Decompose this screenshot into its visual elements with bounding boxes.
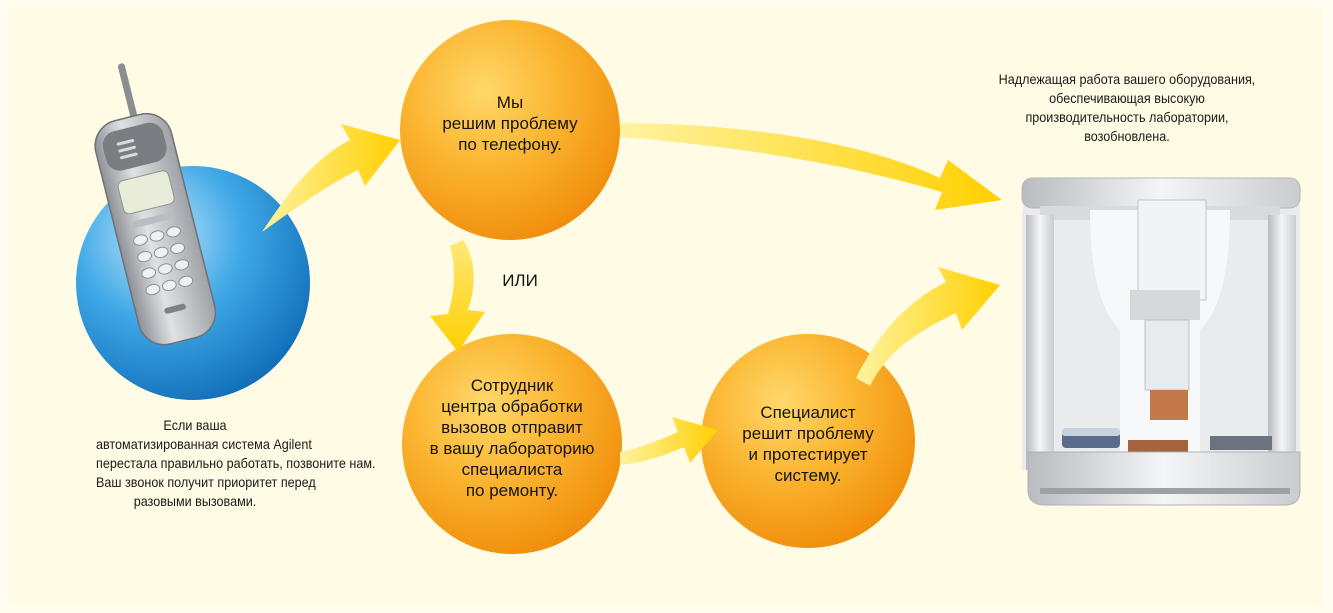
circle-text-line: центра обработки bbox=[441, 397, 583, 416]
specialist-text: Специалист решит проблему и протестирует… bbox=[725, 402, 891, 486]
circle-text-line: Мы bbox=[496, 93, 524, 112]
circle-text-line: по телефону. bbox=[458, 135, 562, 154]
dispatch-text: Сотрудник центра обработки вызовов отпра… bbox=[412, 375, 612, 501]
circle-text-line: по ремонту. bbox=[465, 481, 559, 500]
specialist-circle bbox=[701, 334, 915, 548]
caption-line: возобновлена. bbox=[1084, 128, 1170, 144]
circle-text-line: Специалист bbox=[760, 403, 856, 422]
arrow-call-to-phone-fix bbox=[262, 124, 400, 232]
circle-text-line: Сотрудник bbox=[470, 376, 554, 395]
arrow-phone-fix-to-dispatch bbox=[430, 240, 485, 352]
caption-line: Ваш звонок получит приоритет перед bbox=[96, 474, 316, 490]
caller-caption: Если ваша автоматизированная система Agi… bbox=[96, 416, 376, 511]
caption-line: перестала правильно работать, позвоните … bbox=[96, 455, 376, 471]
caption-line: разовыми вызовами. bbox=[133, 493, 257, 509]
arrow-dispatch-to-specialist bbox=[620, 417, 718, 465]
or-label: ИЛИ bbox=[502, 271, 538, 290]
arrow-specialist-to-result bbox=[856, 267, 1000, 386]
circle-text-line: специалиста bbox=[461, 460, 563, 479]
caption-line: Если ваша bbox=[163, 417, 227, 433]
arrow-phone-fix-to-result bbox=[620, 123, 1002, 210]
caption-line: Надлежащая работа вашего оборудования, bbox=[998, 71, 1256, 87]
result-caption: Надлежащая работа вашего оборудования, о… bbox=[979, 70, 1276, 146]
phone-fix-text: Мы решим проблему по телефону. bbox=[430, 92, 590, 155]
circle-text-line: решит проблему bbox=[742, 424, 874, 443]
caption-line: производительность лаборатории, bbox=[1025, 109, 1229, 125]
caption-line: автоматизированная система Agilent bbox=[96, 436, 312, 452]
circle-text-line: систему. bbox=[774, 466, 842, 485]
dispatch-circle bbox=[402, 334, 622, 554]
caption-line: обеспечивающая высокую bbox=[1049, 90, 1205, 106]
circle-text-line: и протестирует bbox=[748, 445, 868, 464]
phone-fix-circle bbox=[400, 20, 620, 240]
circle-text-line: решим проблему bbox=[442, 114, 578, 133]
circle-text-line: вызовов отправит bbox=[441, 418, 583, 437]
circle-text-line: в вашу лабораторию bbox=[429, 439, 595, 458]
lab-automation-instrument-icon bbox=[1021, 177, 1301, 506]
mobile-phone-icon bbox=[94, 63, 217, 346]
